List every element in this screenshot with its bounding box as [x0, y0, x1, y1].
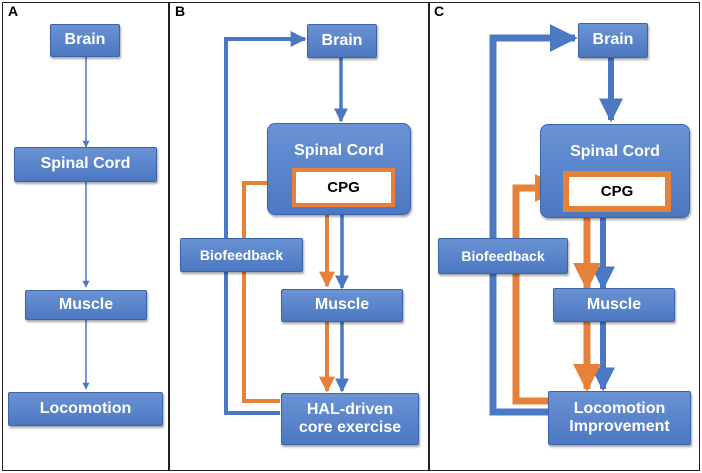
- c-outcome-box: Locomotion Improvement: [548, 391, 691, 445]
- b-brain-label: Brain: [321, 31, 363, 49]
- c-biofeedback-box: Biofeedback: [438, 238, 568, 274]
- c-brain-box: Brain: [578, 23, 648, 58]
- c-outcome-to-cpg-arrow: [512, 174, 563, 405]
- a-brain-label: Brain: [64, 31, 106, 49]
- a-muscle-box: Muscle: [25, 290, 147, 320]
- panel-b-letter: B: [175, 3, 186, 19]
- c-cpg-label: CPG: [600, 183, 634, 200]
- b-muscle-box: Muscle: [281, 289, 403, 322]
- a-locomotion-box: Locomotion: [8, 392, 163, 426]
- b-outcome-line1: HAL-driven: [306, 400, 394, 418]
- c-muscle-label: Muscle: [586, 295, 642, 313]
- panel-c-letter: C: [434, 3, 445, 19]
- c-muscle-box: Muscle: [553, 288, 675, 322]
- a-spinal-cord-box: Spinal Cord: [14, 147, 157, 182]
- c-cpg-box: CPG: [563, 171, 671, 212]
- b-feedback-loop-arrow: [224, 31, 307, 415]
- b-brain-box: Brain: [307, 24, 377, 58]
- c-outcome-line1: Locomotion: [573, 399, 666, 417]
- b-cpg-label: CPG: [327, 179, 360, 196]
- panel-a-letter: A: [8, 3, 19, 19]
- a-brain-box: Brain: [50, 24, 120, 57]
- b-outcome-box: HAL-driven core exercise: [281, 393, 419, 445]
- b-muscle-label: Muscle: [314, 296, 370, 314]
- panel-b-frame: [169, 2, 429, 471]
- b-outcome-to-cpg-arrow: [242, 175, 291, 403]
- b-spinal-cord-label: Spinal Cord: [294, 142, 384, 159]
- a-spinal-cord-label: Spinal Cord: [40, 155, 131, 173]
- c-outcome-line2: Improvement: [569, 418, 670, 435]
- b-cpg-box: CPG: [292, 168, 395, 207]
- b-biofeedback-box: Biofeedback: [180, 238, 303, 272]
- b-biofeedback-label: Biofeedback: [199, 246, 284, 263]
- c-feedback-loop-arrow: [489, 24, 578, 416]
- c-brain-label: Brain: [592, 31, 634, 49]
- b-outcome-line2: core exercise: [298, 419, 402, 436]
- c-biofeedback-label: Biofeedback: [461, 247, 545, 264]
- a-locomotion-label: Locomotion: [39, 399, 132, 417]
- a-muscle-label: Muscle: [58, 295, 114, 313]
- c-spinal-cord-label: Spinal Cord: [570, 143, 660, 160]
